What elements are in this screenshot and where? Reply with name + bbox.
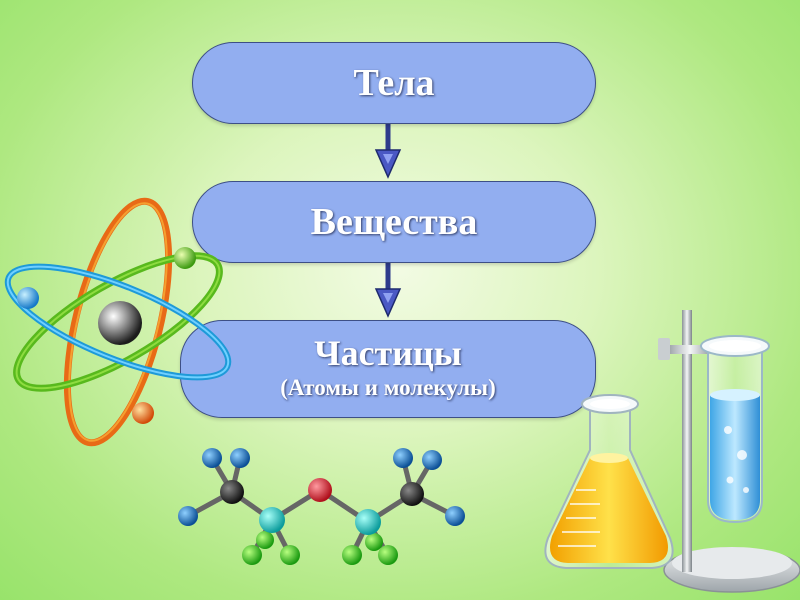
node-tela-label: Тела [353, 62, 435, 104]
node-veshchestva-label: Вещества [310, 201, 478, 243]
node-chastitsy: Частицы (Атомы и молекулы) [180, 320, 596, 418]
arrow-tela-to-veshchestva [374, 122, 402, 179]
node-chastitsy-label: Частицы [314, 333, 462, 373]
node-veshchestva: Вещества [192, 181, 596, 263]
arrow-veshchestva-to-chastitsy [374, 261, 402, 318]
node-chastitsy-sublabel: (Атомы и молекулы) [280, 375, 496, 400]
node-tela: Тела [192, 42, 596, 124]
